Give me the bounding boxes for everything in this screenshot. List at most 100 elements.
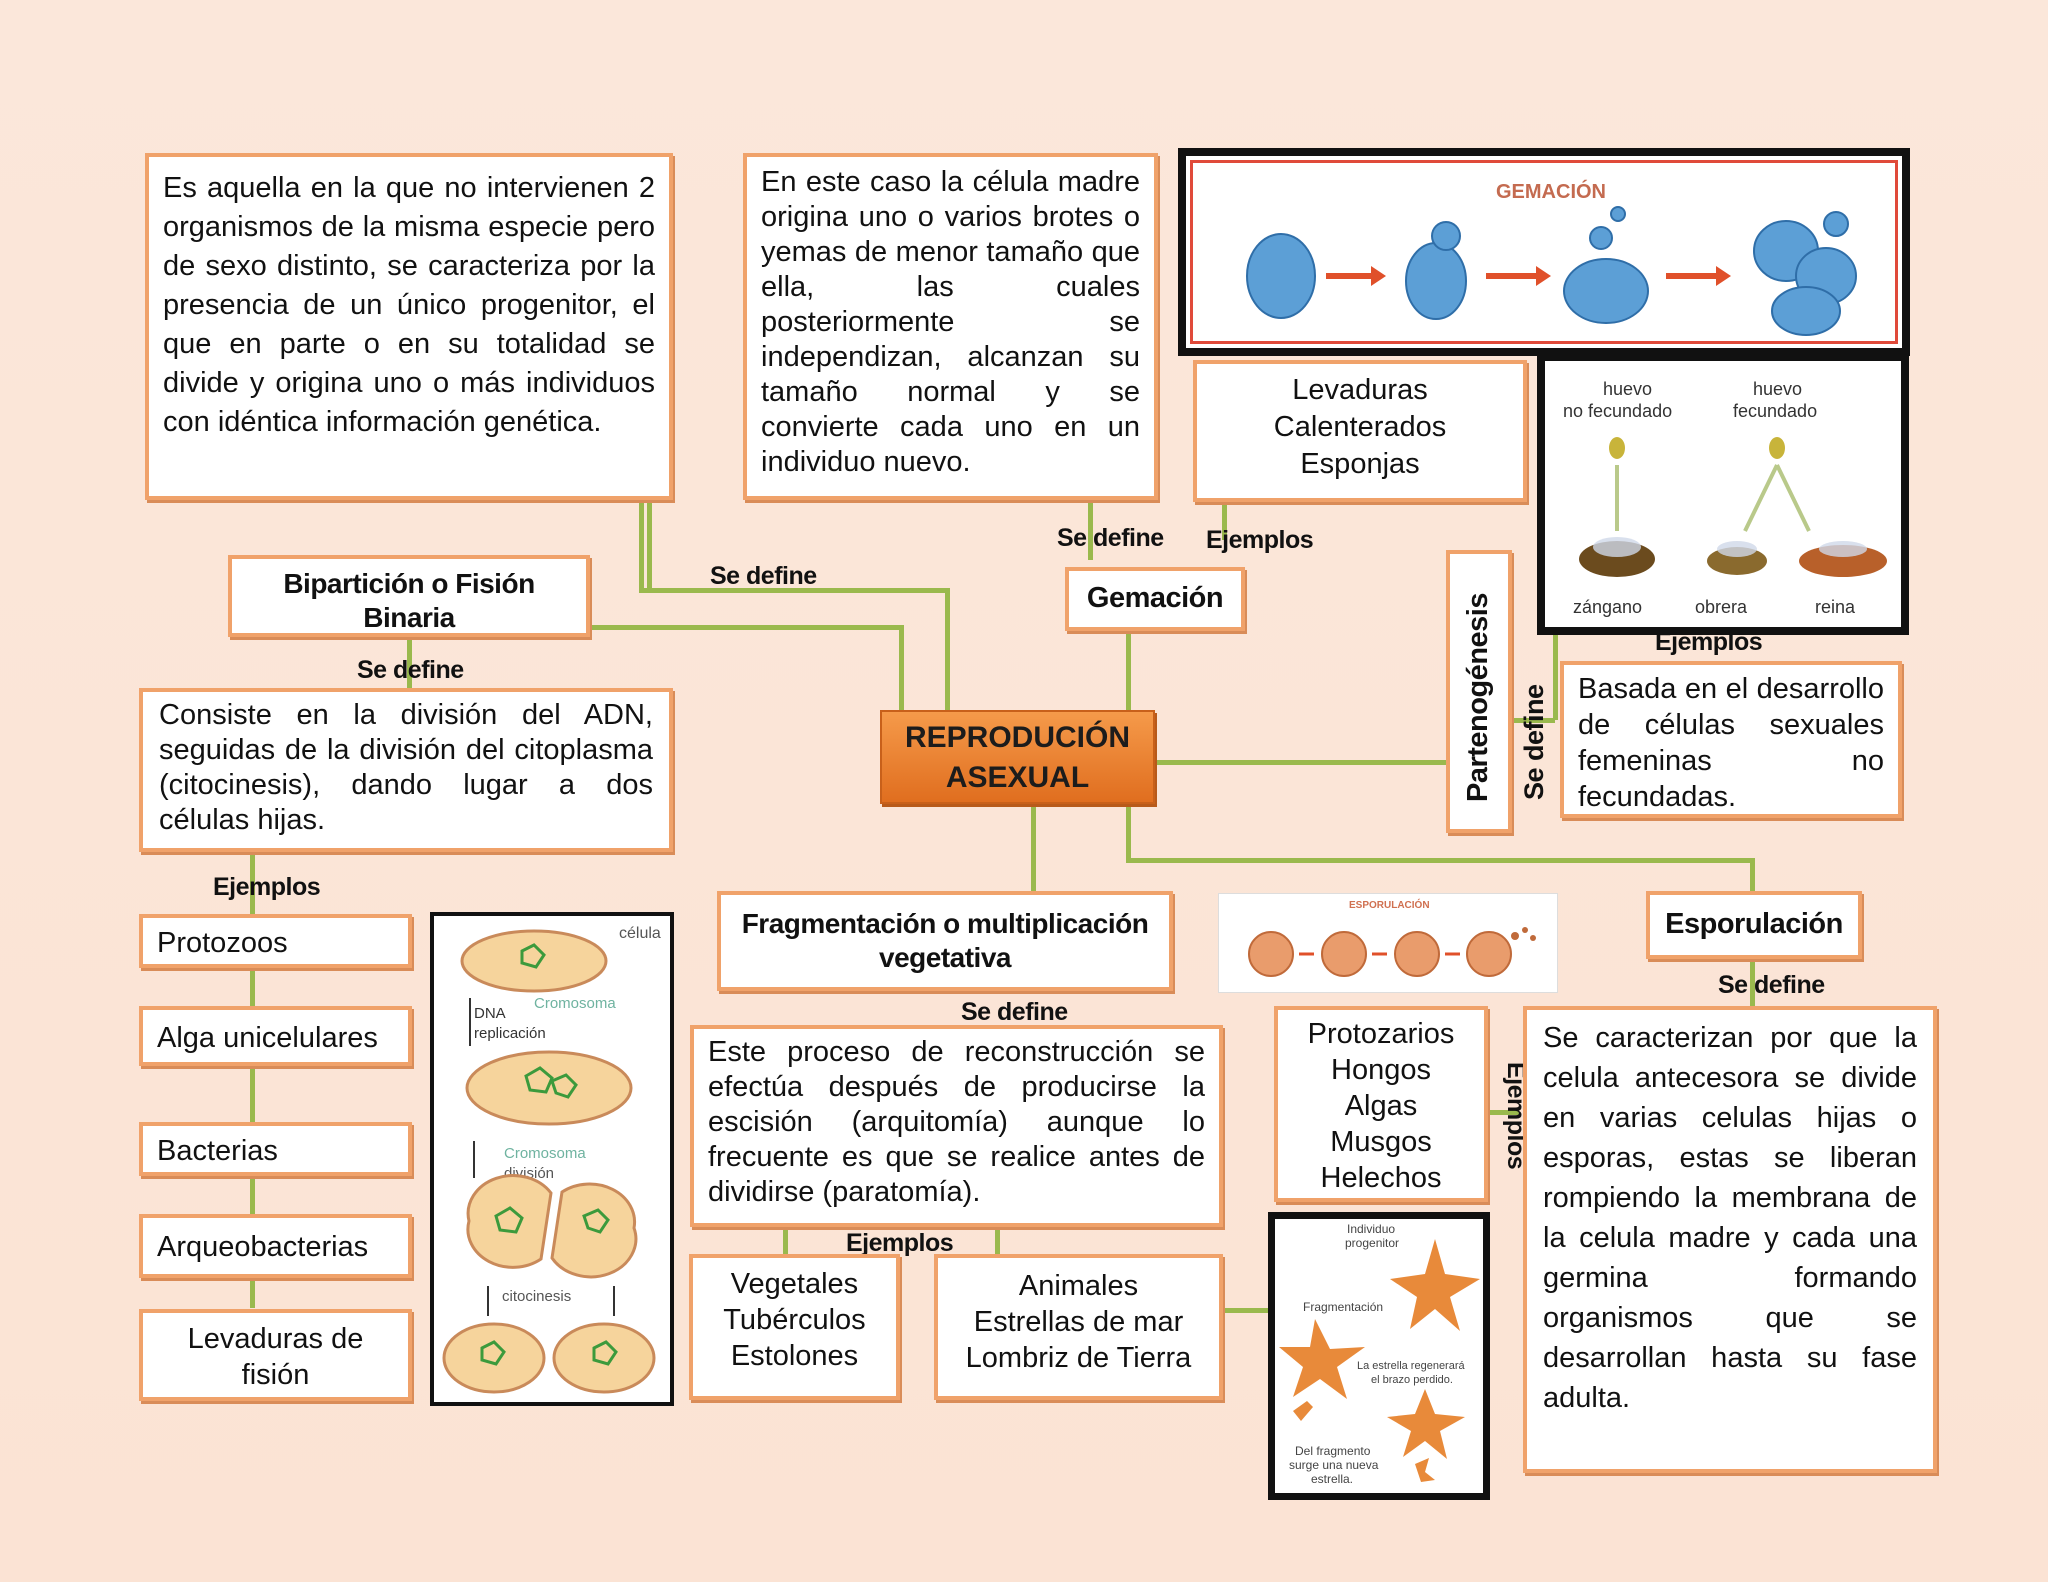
label-estrella: estrella. <box>1311 1472 1353 1486</box>
esporulacion-title: Esporulación <box>1665 908 1843 940</box>
label-se-define: Se define <box>1057 524 1164 552</box>
starfish-icon <box>1390 1239 1480 1331</box>
label-se-define: Se define <box>710 562 817 590</box>
partenogenesis-image: huevo no fecundado huevo fecundado zánga… <box>1537 353 1909 635</box>
connector <box>1220 1308 1270 1313</box>
list-item: Lombriz de Tierra <box>965 1342 1192 1374</box>
label-surge: surge una nueva <box>1289 1458 1379 1472</box>
label-citocinesis: citocinesis <box>502 1288 571 1305</box>
connector <box>250 848 255 1308</box>
connector <box>945 588 950 713</box>
fragmentacion-definition: Este proceso de reconstrucción se efectú… <box>708 1036 1205 1208</box>
connector <box>407 635 412 693</box>
egg-icon <box>1769 437 1785 459</box>
label-regenera: La estrella regenerará <box>1357 1360 1466 1372</box>
list-item: Levaduras <box>1292 374 1428 406</box>
label-perdido: el brazo perdido. <box>1371 1374 1453 1386</box>
esporulacion-examples-box: Protozarios Hongos Algas Musgos Helechos <box>1274 1006 1488 1202</box>
example-text: Levaduras de fisión <box>187 1323 364 1391</box>
connector <box>1750 858 1755 894</box>
central-node: REPRODUCIÓN ASEXUAL <box>880 710 1155 804</box>
fragmentacion-title: Fragmentación o multiplicación vegetativ… <box>741 908 1149 973</box>
label-fecundado: fecundado <box>1733 401 1817 421</box>
example-text: Bacterias <box>157 1135 278 1167</box>
list-item: Vegetales <box>730 1268 859 1300</box>
spore-cell-icon <box>1248 931 1294 977</box>
label-progenitor: progenitor <box>1345 1236 1399 1250</box>
list-item: Alga unicelulares <box>139 1006 412 1066</box>
label-huevo: huevo <box>1603 379 1652 399</box>
biparticion-definition: Consiste en la división del ADN, seguida… <box>159 699 653 836</box>
starfish-icon <box>1387 1389 1465 1459</box>
list-item: Esponjas <box>1300 448 1420 480</box>
connector <box>1750 962 1755 1010</box>
connector <box>1155 760 1447 765</box>
label-celula: célula <box>619 925 661 942</box>
label-se-define: Se define <box>1718 971 1825 999</box>
label-ejemplos: Ejemplos <box>846 1229 954 1257</box>
connector <box>1126 858 1753 863</box>
example-text: Protozoos <box>157 927 288 959</box>
connector <box>585 625 903 630</box>
list-item: Levaduras de fisión <box>139 1309 412 1401</box>
egg-icon <box>1609 437 1625 459</box>
label-se-define-vertical: Se define <box>1519 684 1549 800</box>
connector <box>1126 628 1131 714</box>
list-item: Estolones <box>730 1340 859 1372</box>
definition-box: Es aquella en la que no intervienen 2 or… <box>145 153 673 500</box>
esporulacion-definition-box: Se caracterizan por que la celula antece… <box>1523 1006 1937 1473</box>
label-obrera: obrera <box>1695 597 1748 617</box>
label-no-fecundado: no fecundado <box>1563 401 1672 421</box>
list-item: Musgos <box>1330 1126 1432 1158</box>
connector <box>1126 798 1131 862</box>
label-cromosoma: Cromosoma <box>534 995 616 1012</box>
example-text: Alga unicelulares <box>157 1022 378 1054</box>
esporulacion-definition: Se caracterizan por que la celula antece… <box>1543 1022 1917 1414</box>
connector <box>1031 798 1036 898</box>
list-item: Estrellas de mar <box>973 1306 1184 1338</box>
label-fragmento: Del fragmento <box>1295 1444 1371 1458</box>
partenogenesis-definition-box: Basada en el desarrollo de células sexua… <box>1560 661 1902 818</box>
biparticion-image: célula Cromosoma DNA replicación Cromoso… <box>430 912 674 1406</box>
fragmentacion-title-box: Fragmentación o multiplicación vegetativ… <box>717 891 1173 991</box>
partenogenesis-title: Partenogénesis <box>1462 593 1494 802</box>
central-line-2: ASEXUAL <box>945 761 1090 794</box>
budding-cell-icon <box>1405 242 1467 320</box>
fragmentacion-image: Individuo progenitor Fragmentación La es… <box>1268 1212 1490 1500</box>
cell-icon <box>1246 233 1316 319</box>
gemacion-image-title: GEMACIÓN <box>1496 179 1606 203</box>
fragmentacion-examples-veg: Vegetales Tubérculos Estolones <box>689 1254 900 1400</box>
gemacion-definition: En este caso la célula madre origina uno… <box>761 166 1140 478</box>
connector <box>995 1225 1000 1260</box>
list-item: Bacterias <box>139 1122 412 1176</box>
connector <box>783 1225 788 1260</box>
label-fragmentacion: Fragmentación <box>1303 1300 1383 1314</box>
cell-icon <box>460 929 608 993</box>
connector <box>639 500 644 592</box>
partenogenesis-definition: Basada en el desarrollo de células sexua… <box>1578 673 1884 813</box>
label-individuo: Individuo <box>1347 1222 1395 1236</box>
biparticion-title-box: Bipartición o Fisión Binaria <box>228 555 590 637</box>
gemacion-examples-box: Levaduras Calenterados Esponjas <box>1193 360 1527 502</box>
esporulacion-image: ESPORULACIÓN <box>1218 893 1558 993</box>
fragmentacion-definition-box: Este proceso de reconstrucción se efectú… <box>690 1025 1223 1227</box>
label-se-define: Se define <box>961 998 1068 1026</box>
example-text: Arqueobacterias <box>157 1231 369 1263</box>
label-reina: reina <box>1815 597 1856 617</box>
definition-text: Es aquella en la que no intervienen 2 or… <box>163 172 655 438</box>
esporulacion-title-box: Esporulación <box>1646 891 1862 959</box>
connector <box>1088 495 1093 560</box>
connector <box>647 500 652 592</box>
label-ejemplos: Ejemplos <box>1206 526 1314 554</box>
gemacion-definition-box: En este caso la célula madre origina uno… <box>743 153 1158 500</box>
list-item: Protozoos <box>139 914 412 968</box>
partenogenesis-title-box: Partenogénesis <box>1446 550 1512 833</box>
label-cromosoma: Cromosoma <box>504 1145 586 1162</box>
list-item: Algas <box>1344 1090 1418 1122</box>
list-item: Helechos <box>1320 1162 1442 1194</box>
connector <box>1473 718 1555 723</box>
list-item: Arqueobacterias <box>139 1214 412 1278</box>
starfish-icon <box>1279 1319 1365 1399</box>
label-zangano: zángano <box>1573 597 1642 617</box>
gemacion-image: GEMACIÓN <box>1178 148 1910 356</box>
